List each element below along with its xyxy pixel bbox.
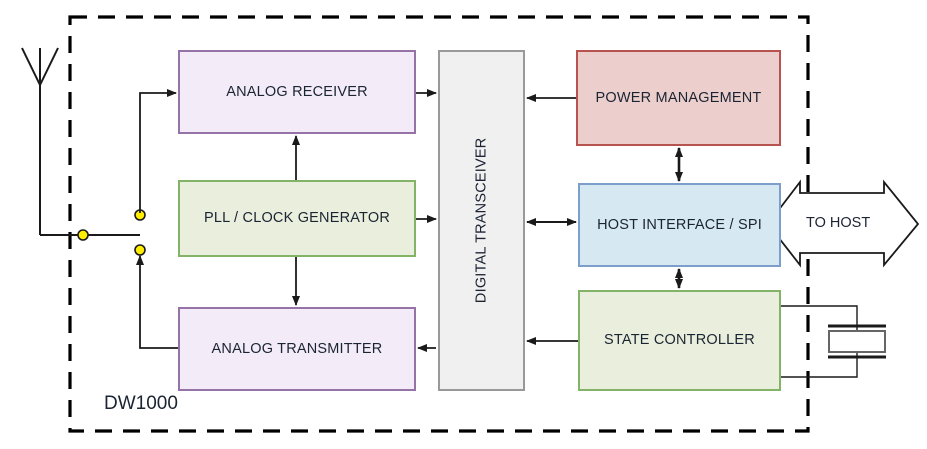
antenna-symbol <box>21 47 140 236</box>
block-digital-transceiver[interactable]: DIGITAL TRANSCEIVER <box>438 50 525 391</box>
block-label-digital-transceiver: DIGITAL TRANSCEIVER <box>473 137 490 304</box>
rf-switch-symbol[interactable] <box>77 209 146 256</box>
to-host-arrow-label: TO HOST <box>806 215 871 231</box>
block-power-management[interactable]: POWER MANAGEMENT <box>576 50 781 146</box>
block-label-power-management: POWER MANAGEMENT <box>595 89 762 106</box>
block-label-analog-receiver: ANALOG RECEIVER <box>226 83 368 100</box>
switch-tx-contact <box>134 244 146 256</box>
chip-label-dw1000: DW1000 <box>104 393 178 414</box>
block-analog-receiver[interactable]: ANALOG RECEIVER <box>178 50 416 134</box>
wire-switch-to-receiver <box>139 89 177 213</box>
block-analog-transmitter[interactable]: ANALOG TRANSMITTER <box>178 307 416 391</box>
switch-common-contact <box>77 229 89 241</box>
block-label-analog-transmitter: ANALOG TRANSMITTER <box>211 340 383 357</box>
chip-boundary-dashed <box>68 15 810 433</box>
block-label-host-interface-spi: HOST INTERFACE / SPI <box>597 216 762 233</box>
wire-transmitter-to-switch <box>136 255 178 349</box>
block-label-pll-clock-generator: PLL / CLOCK GENERATOR <box>203 210 391 227</box>
block-host-interface-spi[interactable]: HOST INTERFACE / SPI <box>578 183 781 267</box>
crystal-oscillator-symbol <box>781 305 886 378</box>
block-label-state-controller: STATE CONTROLLER <box>604 332 755 349</box>
block-state-controller[interactable]: STATE CONTROLLER <box>578 290 781 391</box>
block-pll-clock-generator[interactable]: PLL / CLOCK GENERATOR <box>178 180 416 257</box>
